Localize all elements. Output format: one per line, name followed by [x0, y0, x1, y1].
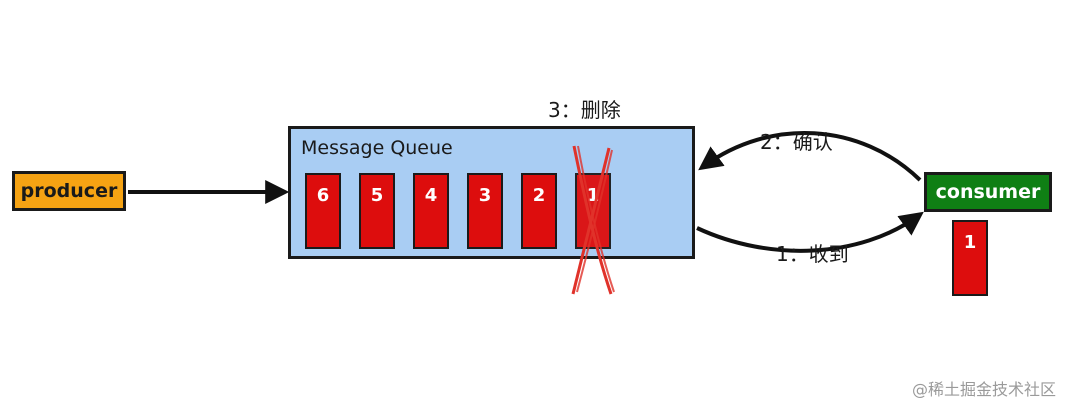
message: 5 — [359, 173, 395, 249]
message: 6 — [305, 173, 341, 249]
consumer-ack-arrow — [698, 131, 922, 182]
step-receive-label: 1：收到 — [776, 242, 849, 266]
message-deleted: 1 — [575, 173, 611, 249]
queue-title: Message Queue — [301, 137, 453, 159]
watermark: @稀土掘金技术社区 — [911, 380, 1056, 399]
producer-label: producer — [20, 180, 118, 202]
message-label: 5 — [370, 185, 384, 206]
consumed-message: 1 — [952, 220, 988, 296]
consumer-box: consumer — [924, 172, 1052, 212]
queue-to-consumer-arrow — [696, 211, 924, 253]
consumed-message-label: 1 — [963, 232, 977, 253]
message-label: 3 — [478, 185, 492, 206]
message-label: 6 — [316, 185, 330, 206]
message-label: 2 — [532, 185, 546, 206]
step-ack-label: 2：确认 — [760, 130, 833, 154]
message: 2 — [521, 173, 557, 249]
message: 4 — [413, 173, 449, 249]
message: 3 — [467, 173, 503, 249]
consumer-label: consumer — [935, 181, 1041, 203]
message-label: 4 — [424, 185, 438, 206]
producer-box: producer — [12, 171, 126, 211]
message-label: 1 — [586, 185, 600, 206]
message-queue: Message Queue 6 5 4 3 2 1 — [288, 126, 695, 259]
step-delete-label: 3：删除 — [548, 98, 621, 122]
